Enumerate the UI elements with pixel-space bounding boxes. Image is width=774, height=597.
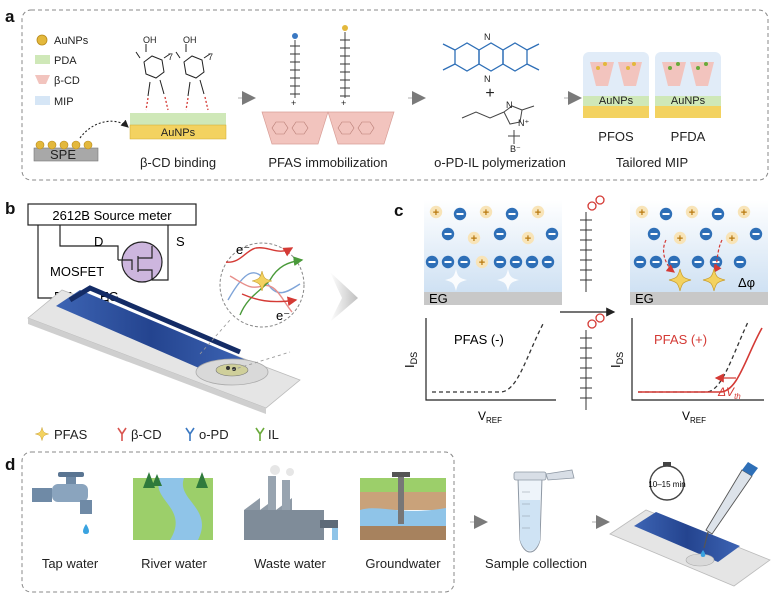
spe-to-binding-arrow bbox=[79, 119, 129, 139]
x-axis-after: VREF bbox=[682, 409, 706, 425]
legend-mip-swatch bbox=[35, 96, 50, 105]
pipette-icon bbox=[700, 462, 758, 557]
y-axis-after: IDS bbox=[608, 352, 625, 368]
legend-aunps: AuNPs bbox=[54, 35, 89, 47]
panel-b-letter: b bbox=[5, 199, 15, 218]
delta-phi-label: Δφ bbox=[738, 275, 755, 290]
svg-text:+: + bbox=[485, 85, 494, 102]
graph-label-after: PFAS (+) bbox=[654, 332, 707, 347]
source-tap-water: Tap water bbox=[42, 556, 99, 571]
legend-opd: o-PD bbox=[199, 427, 229, 442]
mip-label-pfda: PFDA bbox=[671, 129, 706, 144]
mip-aunps-block-pfos: AuNPs bbox=[599, 95, 634, 107]
legend-pda: PDA bbox=[54, 55, 77, 67]
mip-label-pfos: PFOS bbox=[598, 129, 634, 144]
legend-il-glyph bbox=[255, 427, 265, 441]
spe-label: SPE bbox=[50, 147, 76, 162]
svg-text:OH: OH bbox=[143, 35, 157, 45]
graph-after: PFAS (+) IDS VREF ΔVth bbox=[608, 318, 764, 425]
electron-label-bottom: e⁻ bbox=[276, 308, 290, 323]
source-meter-box bbox=[27, 203, 197, 226]
delta-vth-label: ΔVth bbox=[717, 385, 741, 401]
eg-electrode-after bbox=[630, 292, 768, 305]
source-meter-label: 2612B Source meter bbox=[52, 208, 172, 223]
tailored-mip-illustration: AuNPs AuNPs PFOS PFDA bbox=[583, 52, 721, 144]
panel-a-legend: AuNPs PDA β-CD MIP bbox=[35, 34, 89, 108]
graph-before: PFAS (-) IDS VREF bbox=[402, 318, 556, 425]
panel-b-legend: PFAS β-CD o-PD IL bbox=[35, 427, 279, 442]
source-river-water: River water bbox=[141, 556, 207, 571]
drain-label: D bbox=[94, 234, 103, 249]
legend-il: IL bbox=[268, 427, 279, 442]
panel-d-letter: d bbox=[5, 455, 15, 474]
legend-bcd-b: β-CD bbox=[131, 427, 162, 442]
panel-b: b 2612B Source meter D S MOSFET RE EG bbox=[5, 199, 358, 442]
legend-bcd-glyph bbox=[117, 427, 127, 441]
pfas-immobilization-illustration: + + bbox=[261, 25, 395, 145]
measurement-chip bbox=[609, 509, 771, 587]
legend-mip: MIP bbox=[54, 96, 74, 108]
svg-text:7: 7 bbox=[168, 52, 173, 62]
svg-text:7: 7 bbox=[208, 52, 213, 62]
bcd-aunps-block: AuNPs bbox=[161, 127, 196, 139]
legend-aunps-swatch bbox=[36, 34, 48, 46]
step-sample-collection: Sample collection bbox=[485, 556, 587, 571]
panel-a-letter: a bbox=[5, 7, 15, 26]
legend-pda-swatch bbox=[35, 55, 50, 64]
mip-aunps-block-pfda: AuNPs bbox=[671, 95, 706, 107]
bcd-binding-illustration: AuNPs OH OH 7 7 bbox=[129, 35, 227, 140]
mosfet-symbol bbox=[121, 241, 163, 283]
timer-icon: 10–15 min bbox=[648, 462, 686, 501]
step-tailored-mip: Tailored MIP bbox=[616, 155, 688, 170]
legend-opd-glyph bbox=[185, 427, 195, 441]
river-water-icon bbox=[133, 472, 213, 540]
waste-water-icon bbox=[244, 465, 338, 540]
pfas-molecule-top bbox=[580, 212, 592, 292]
svg-text:N: N bbox=[484, 32, 491, 42]
graph-label-before: PFAS (-) bbox=[454, 332, 504, 347]
eg-label-after: EG bbox=[635, 291, 654, 306]
svg-text:OH: OH bbox=[183, 35, 197, 45]
panel-c: c EG PFAS (-) IDS VREF bbox=[394, 195, 768, 425]
legend-bcd: β-CD bbox=[54, 75, 80, 87]
svg-text:+: + bbox=[341, 98, 346, 108]
magnified-view: e⁻ e⁻ bbox=[199, 242, 305, 371]
step-bcd-binding: β-CD binding bbox=[140, 155, 216, 170]
panel-c-letter: c bbox=[394, 201, 403, 220]
svg-text:B⁻: B⁻ bbox=[510, 144, 521, 154]
svg-text:N: N bbox=[506, 100, 513, 110]
b-to-c-arrow bbox=[330, 272, 358, 322]
tap-water-icon bbox=[32, 472, 92, 534]
mosfet-label: MOSFET bbox=[50, 264, 104, 279]
step-pfas-immobilization: PFAS immobilization bbox=[268, 155, 387, 170]
x-axis-before: VREF bbox=[478, 409, 502, 425]
eg-label-before: EG bbox=[429, 291, 448, 306]
step-opd-il-polymerization: o-PD-IL polymerization bbox=[434, 155, 566, 170]
y-axis-before: IDS bbox=[402, 352, 419, 368]
pfas-molecule-bottom bbox=[580, 330, 592, 410]
svg-text:+: + bbox=[291, 98, 296, 108]
eg-electrode-before bbox=[424, 292, 562, 305]
source-waste-water: Waste water bbox=[254, 556, 326, 571]
spe-electrode: SPE bbox=[33, 140, 99, 162]
sensor-chip bbox=[27, 285, 301, 414]
opd-il-structure: N N + N N⁺ B⁻ bbox=[442, 32, 540, 154]
sample-tube-icon bbox=[513, 469, 575, 553]
legend-bcd-swatch bbox=[35, 75, 50, 84]
source-label: S bbox=[176, 234, 185, 249]
panel-d: d Tap water River water bbox=[5, 451, 771, 593]
timer-label: 10–15 min bbox=[648, 480, 685, 489]
electron-label-top: e⁻ bbox=[236, 242, 250, 257]
legend-pfas: PFAS bbox=[54, 427, 88, 442]
panel-d-frame bbox=[21, 451, 455, 593]
source-groundwater: Groundwater bbox=[365, 556, 441, 571]
svg-text:N⁺: N⁺ bbox=[518, 118, 529, 128]
groundwater-icon bbox=[360, 472, 446, 540]
svg-text:N: N bbox=[484, 74, 491, 84]
panel-a: a AuNPs PDA β-CD MIP SPE Au bbox=[5, 7, 769, 181]
panel-a-frame bbox=[21, 9, 769, 181]
